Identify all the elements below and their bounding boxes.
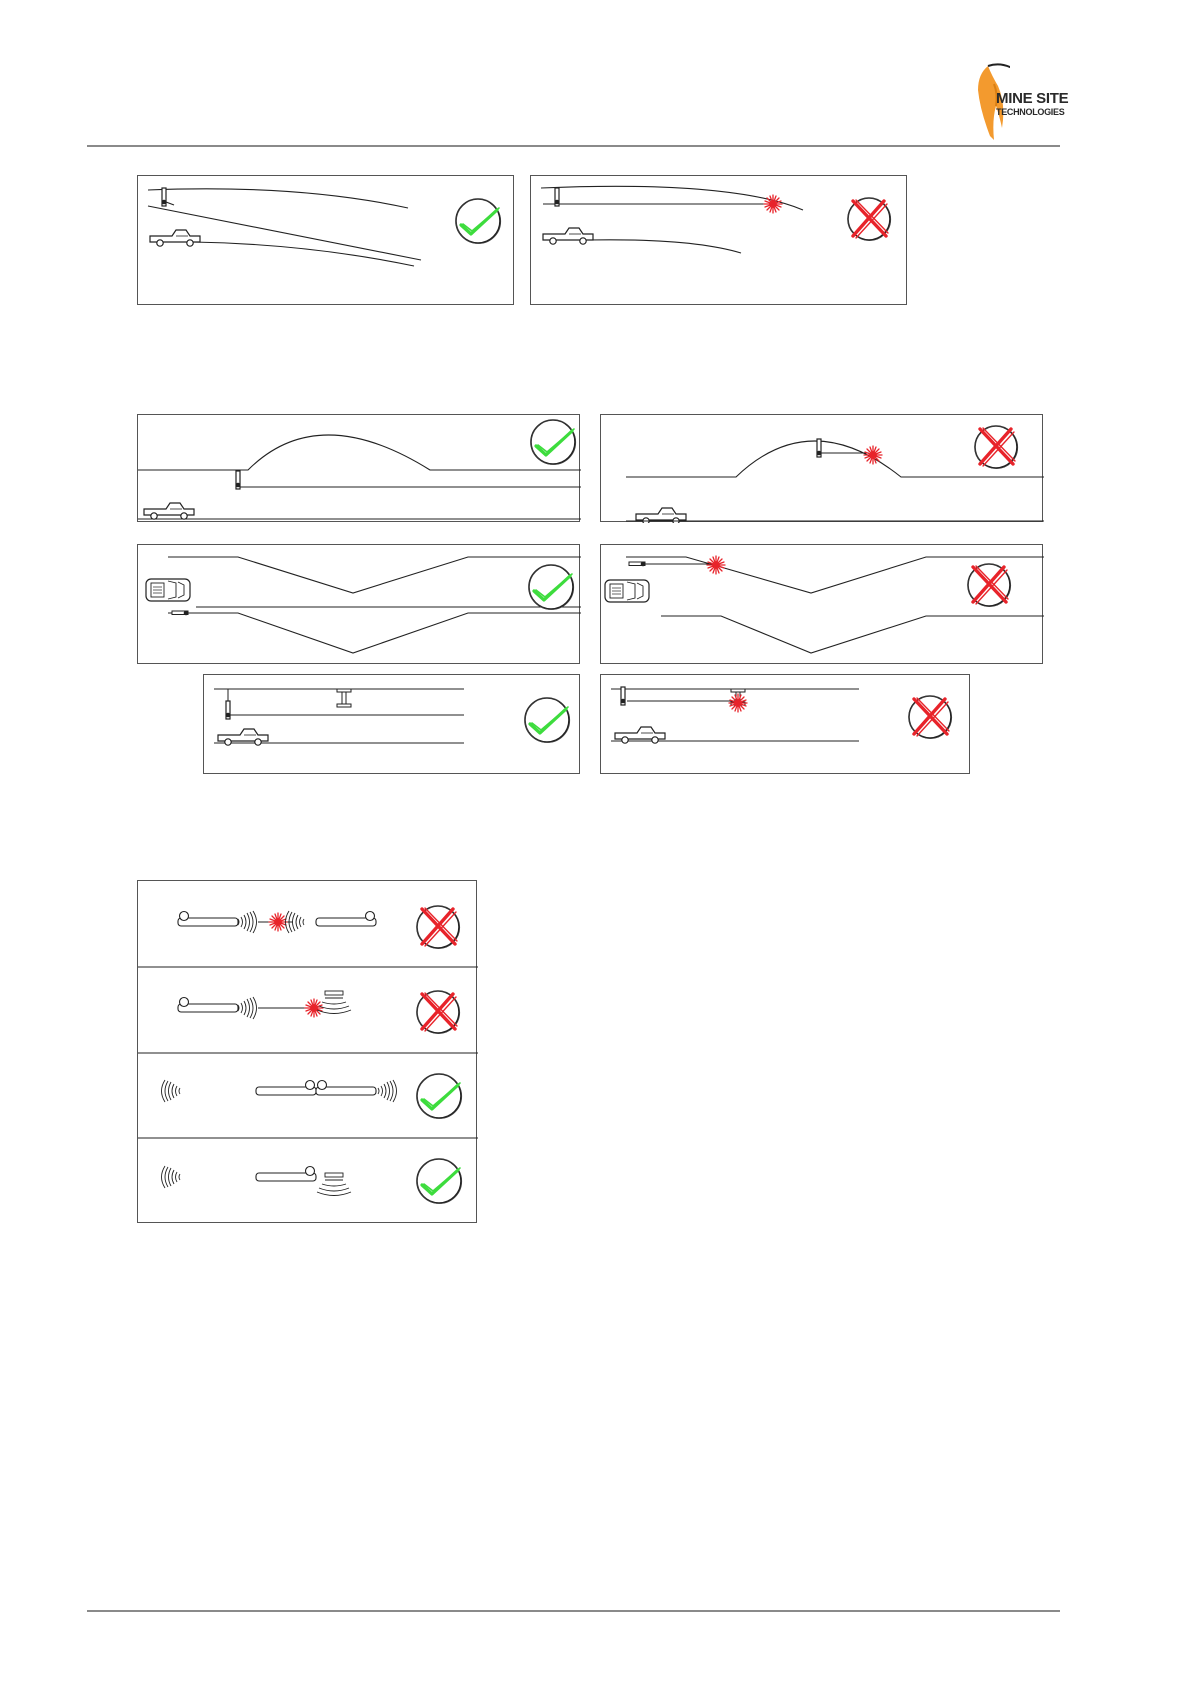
sensor-flat-icon (172, 611, 188, 616)
truck-icon (144, 503, 194, 519)
sensor-icon (236, 471, 241, 489)
diagram-beam-blocked (600, 674, 970, 774)
diagram-hump-blocked (600, 414, 1043, 522)
row-facing-devices (178, 906, 460, 949)
logo-line2: TECHNOLOGIES (996, 107, 1064, 117)
fail-mark-icon (417, 906, 460, 949)
burst-icon (707, 556, 725, 574)
truck-icon (543, 228, 593, 244)
ok-mark-icon (531, 420, 576, 465)
sensor-flat-icon (629, 562, 645, 567)
fail-mark-icon (909, 696, 952, 739)
burst-icon (269, 913, 287, 931)
footer-rule (87, 1610, 1060, 1612)
diagram-device-orientation (137, 880, 477, 1223)
truck-icon (150, 230, 200, 246)
ok-mark-icon (417, 1159, 462, 1204)
header-rule (87, 145, 1060, 147)
fail-mark-icon (848, 198, 891, 241)
truck-top-icon (146, 579, 190, 601)
burst-icon (864, 446, 882, 464)
row-device-away-reflector (162, 1159, 462, 1204)
sensor-icon (226, 701, 231, 719)
diagram-hump-ok (137, 414, 580, 522)
row-device-reflector (178, 991, 460, 1034)
truck-top-icon (605, 580, 649, 602)
company-logo: MINE SITE TECHNOLOGIES (970, 62, 1110, 144)
burst-icon (305, 999, 323, 1017)
diagram-dip-ok (137, 544, 580, 664)
ok-mark-icon (417, 1074, 462, 1119)
fail-mark-icon (417, 991, 460, 1034)
ok-mark-icon (525, 698, 570, 743)
reflector-icon (317, 991, 351, 1014)
burst-icon (729, 694, 747, 712)
logo-line1: MINE SITE (996, 90, 1068, 107)
diagram-curve-blocked (530, 175, 907, 305)
i-beam-icon (337, 689, 351, 707)
row-devices-away (162, 1074, 462, 1119)
ok-mark-icon (529, 565, 574, 610)
ok-mark-icon (456, 199, 501, 244)
sensor-icon (621, 687, 626, 705)
sensor-icon (555, 188, 560, 206)
burst-icon (764, 195, 782, 213)
diagram-dip-blocked (600, 544, 1043, 664)
sensor-icon (162, 188, 167, 206)
diagram-curve-ok (137, 175, 514, 305)
fail-mark-icon (968, 564, 1011, 607)
fail-mark-icon (975, 426, 1018, 469)
sensor-icon (817, 439, 822, 457)
diagram-beam-ok (203, 674, 580, 774)
reflector-icon (317, 1173, 351, 1196)
